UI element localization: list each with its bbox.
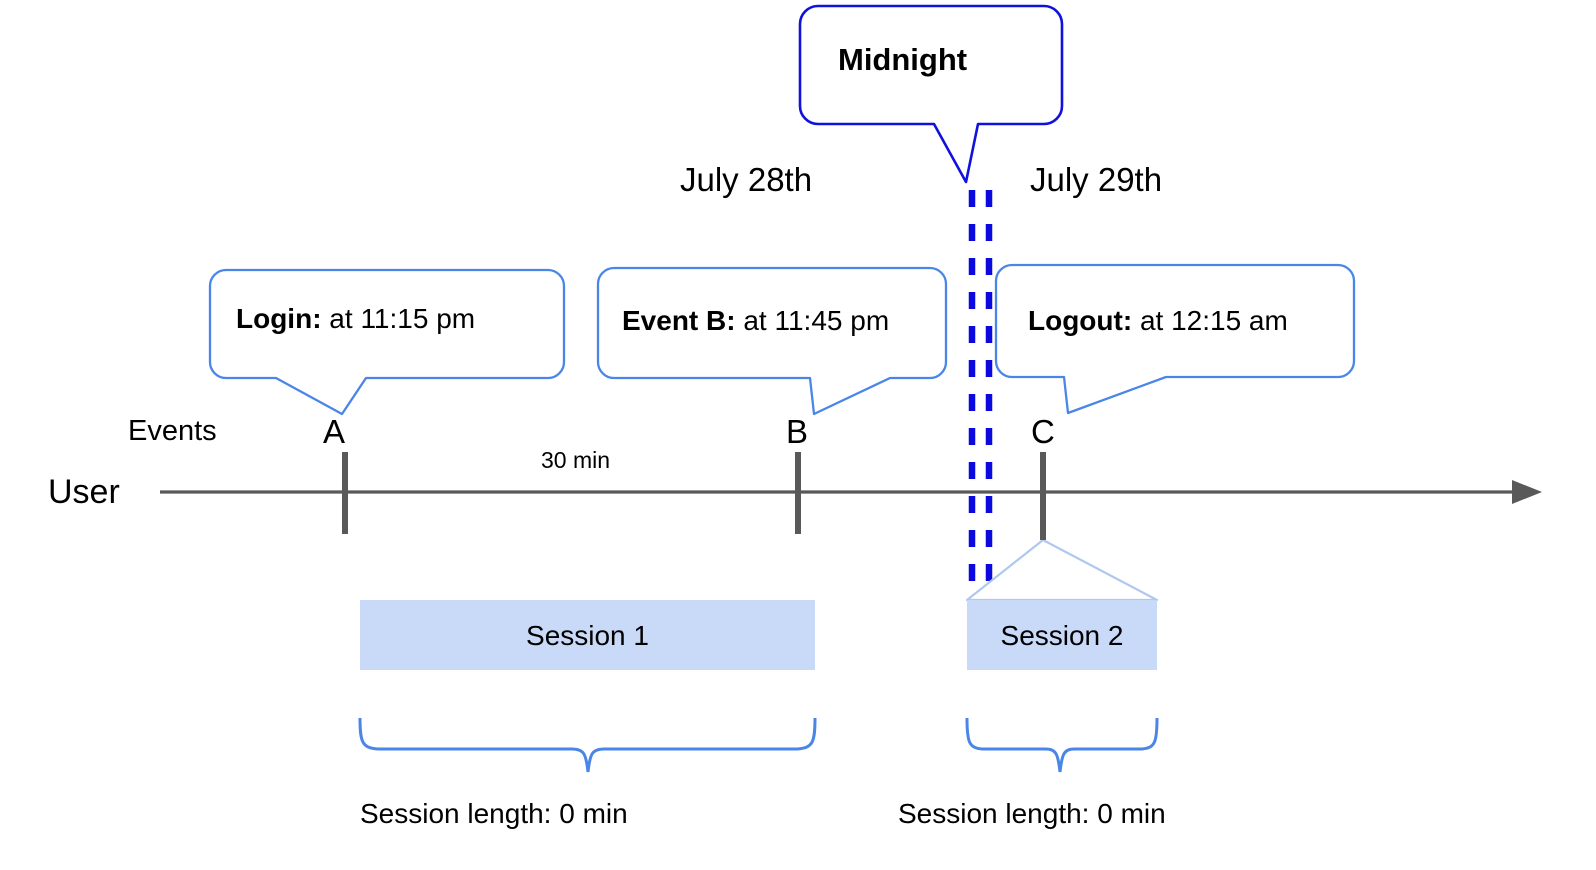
gap-ab-label: 30 min <box>541 447 611 473</box>
event-a-callout-bold: Login: <box>236 303 322 334</box>
session-2-length-label: Session length: 0 min <box>898 798 1166 829</box>
event-b-callout-label: Event B: at 11:45 pm <box>622 307 889 335</box>
midnight-divider-icon <box>968 190 993 600</box>
midnight-label: Midnight <box>838 42 968 77</box>
event-c-marker: C <box>1031 413 1055 450</box>
event-a-callout-label: Login: at 11:15 pm <box>236 305 475 333</box>
session-2-bar <box>967 600 1157 670</box>
session-2-label: Session 2 <box>1000 620 1124 651</box>
event-b-callout-bold: Event B: <box>622 305 736 336</box>
session-1-bar <box>360 600 815 670</box>
event-c-callout-bold: Logout: <box>1028 305 1133 336</box>
user-row-label: User <box>48 473 120 511</box>
session-1-length-label: Session length: 0 min <box>360 798 628 829</box>
session-1-label: Session 1 <box>526 620 649 651</box>
event-c-callout-rest: at 12:15 am <box>1132 305 1288 336</box>
timeline-axis <box>160 452 1542 540</box>
date-label-july-29: July 29th <box>1030 161 1163 198</box>
event-a-marker: A <box>323 413 346 450</box>
midnight-callout-shape <box>798 4 1064 184</box>
date-label-july-28: July 28th <box>680 161 813 198</box>
right-arrow-icon <box>1512 480 1542 504</box>
event-b-callout-rest: at 11:45 pm <box>735 305 890 336</box>
event-a-callout-rest: at 11:15 pm <box>321 303 476 334</box>
event-a-callout-shape <box>208 268 566 416</box>
event-c-callout-shape <box>994 263 1356 415</box>
events-row-label: Events <box>128 415 217 447</box>
event-b-marker: B <box>786 413 809 450</box>
event-c-callout-label: Logout: at 12:15 am <box>1028 307 1288 335</box>
session-2-brace <box>965 717 1159 773</box>
event-b-callout-shape <box>596 266 948 416</box>
session-2-riser <box>965 538 1159 602</box>
session-1-brace <box>358 717 817 773</box>
